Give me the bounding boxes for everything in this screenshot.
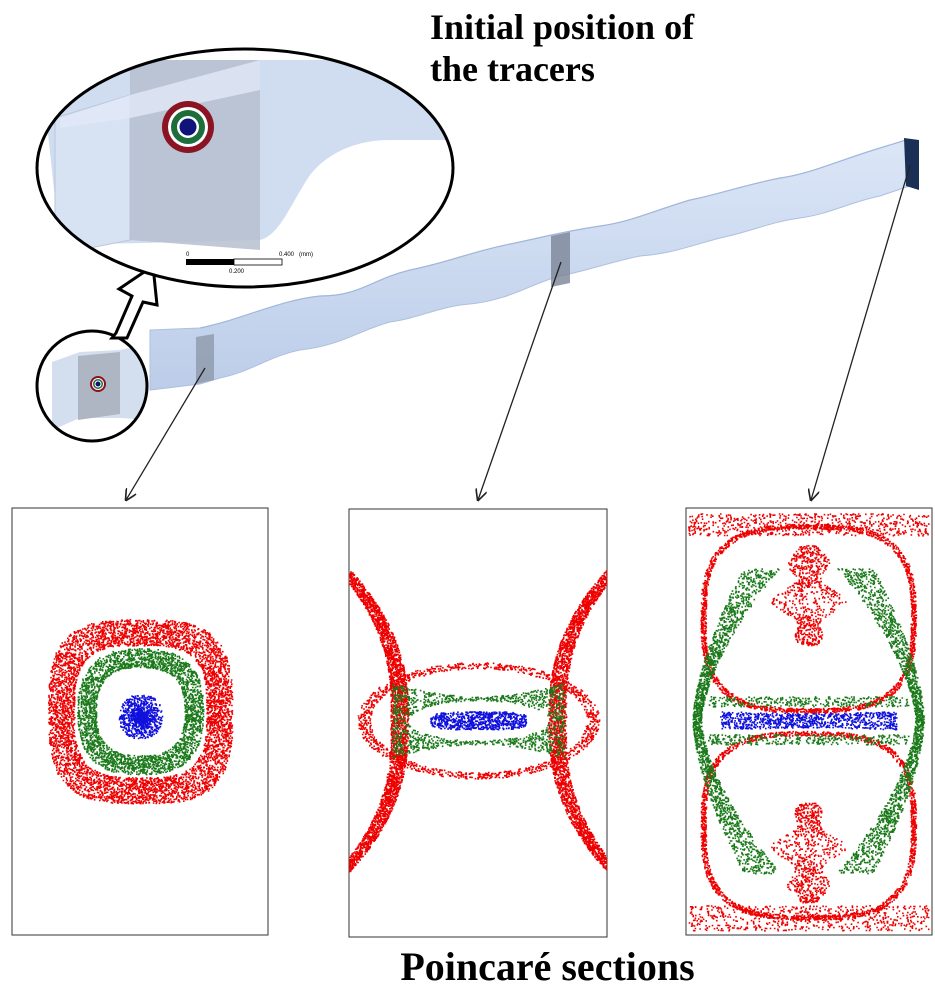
inlet-detail-circle <box>37 331 150 441</box>
title-poincare-sections: Poincaré sections <box>0 942 935 992</box>
zoom-arrow <box>112 266 157 338</box>
section-plane-1 <box>196 334 214 384</box>
section-plane-2 <box>551 232 570 287</box>
scale-tick-400: 0.400 <box>279 252 295 258</box>
zoomed-inlet-view: 0 0.400 (mm) 0.200 <box>35 48 455 293</box>
bottom-title-text: Poincaré sections <box>400 944 694 989</box>
tracer-core-small <box>96 382 101 387</box>
outlet-face <box>904 138 919 190</box>
scale-unit: (mm) <box>299 252 313 258</box>
scale-tick-200: 0.200 <box>229 269 245 275</box>
tracer-core <box>180 119 197 136</box>
arrow-to-panel-3 <box>811 165 910 500</box>
